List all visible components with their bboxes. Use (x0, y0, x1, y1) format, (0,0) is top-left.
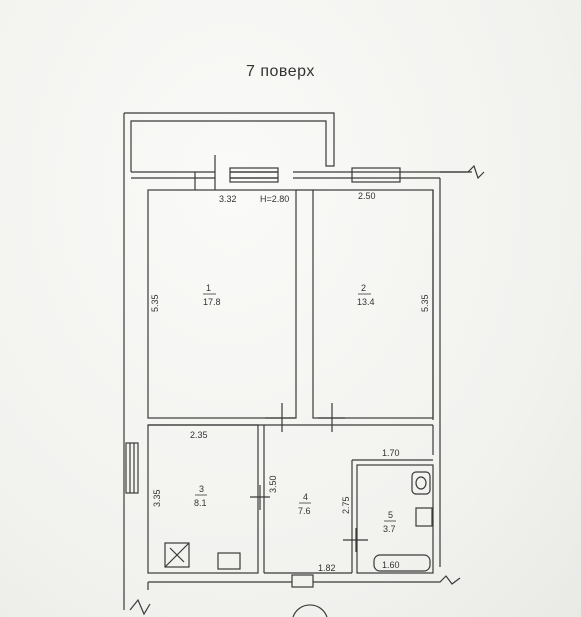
toilet-fixture (411, 471, 431, 495)
stove-fixture (164, 542, 190, 568)
dim-room1-height: 5.35 (150, 294, 160, 312)
dim-room1-width: 3.32 (219, 194, 237, 204)
room-3-number: 3 (199, 484, 204, 494)
room-4-area: 7.6 (298, 506, 311, 516)
room-5-outline (356, 464, 434, 574)
room-4-number: 4 (303, 492, 308, 502)
floor-title: 7 поверх (246, 63, 315, 80)
room-1-outline (147, 189, 297, 419)
ceiling-height: H=2.80 (260, 194, 289, 204)
washbasin-fixture (415, 507, 433, 527)
window-room3 (125, 442, 139, 494)
room-4-outline (263, 425, 433, 574)
outer-wall-bottom (148, 575, 461, 585)
entry-door-swing (292, 604, 328, 617)
dim-room5-width: 1.70 (382, 448, 400, 458)
dim-room3-width: 2.35 (190, 430, 208, 440)
bathtub-fixture (373, 554, 431, 572)
dim-bathtub: 1.60 (382, 560, 400, 570)
room-2-outline (312, 189, 434, 419)
room-5-area: 3.7 (383, 524, 396, 534)
room-2-area: 13.4 (357, 297, 375, 307)
window-room2 (351, 167, 401, 183)
window-room1 (229, 167, 279, 183)
dim-room3-height: 3.35 (152, 489, 162, 507)
dim-room2-width: 2.50 (358, 191, 376, 201)
room-1-area: 17.8 (203, 297, 221, 307)
room-2-number: 2 (361, 283, 366, 293)
dim-room4-inner: 2.75 (341, 496, 351, 514)
room-1-number: 1 (206, 283, 211, 293)
dim-room2-height: 5.35 (420, 294, 430, 312)
dim-room4-height: 3.50 (268, 475, 278, 493)
balcony-outline (124, 112, 335, 172)
room-5-number: 5 (388, 510, 393, 520)
room-3-area: 8.1 (194, 498, 207, 508)
dim-room4-bottom: 1.82 (318, 563, 336, 573)
sink-fixture (217, 552, 241, 570)
room-3-outline (147, 424, 259, 574)
